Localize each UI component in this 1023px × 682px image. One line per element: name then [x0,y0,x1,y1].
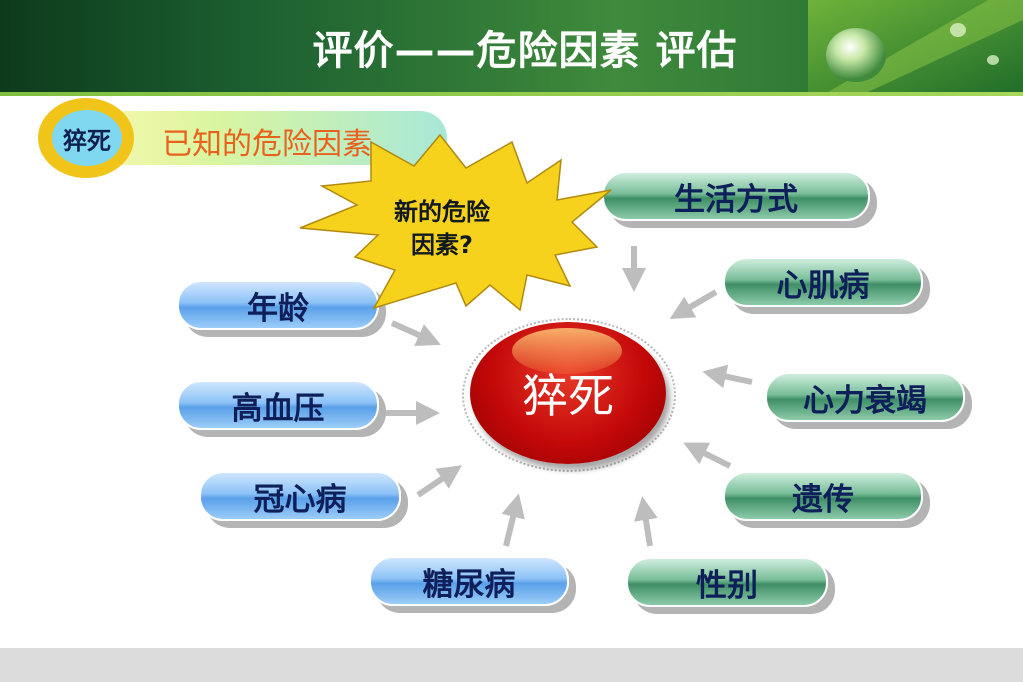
arrow-heart-failure [702,364,753,389]
leaf-droplet-art [808,0,1023,92]
arrow-genetics [683,442,732,469]
center-node-label: 猝死 [522,369,614,423]
center-node-highlight [512,328,622,374]
factor-sex: 性别 [626,557,828,607]
footer-bar [0,648,1023,682]
page-title: 评价——危险因素 评估 [312,28,738,74]
factor-diabetes: 糖尿病 [369,556,569,606]
tag-badge: 猝死 [52,110,122,166]
factor-hypertension: 高血压 [177,380,379,430]
factor-lifestyle: 生活方式 [602,171,870,221]
arrow-coronary [416,465,462,498]
factor-genetics: 遗传 [723,471,923,521]
arrow-age [390,320,441,347]
header-divider [0,92,1023,96]
factor-cardiomyopathy: 心肌病 [723,257,923,307]
factor-age: 年龄 [177,280,379,330]
new-factor-text: 新的危险 因素? [377,196,507,262]
arrow-sex [634,496,658,547]
arrow-cardiomyopathy [669,289,718,320]
new-factor-line2: 因素? [411,231,473,259]
center-node-halo [462,318,676,472]
factor-heart-failure: 心力衰竭 [765,372,965,422]
factor-coronary: 冠心病 [199,471,401,521]
arrow-diabetes [501,493,525,547]
new-factor-line1: 新的危险 [394,198,490,226]
known-factors-label: 已知的危险因素 [162,127,372,162]
